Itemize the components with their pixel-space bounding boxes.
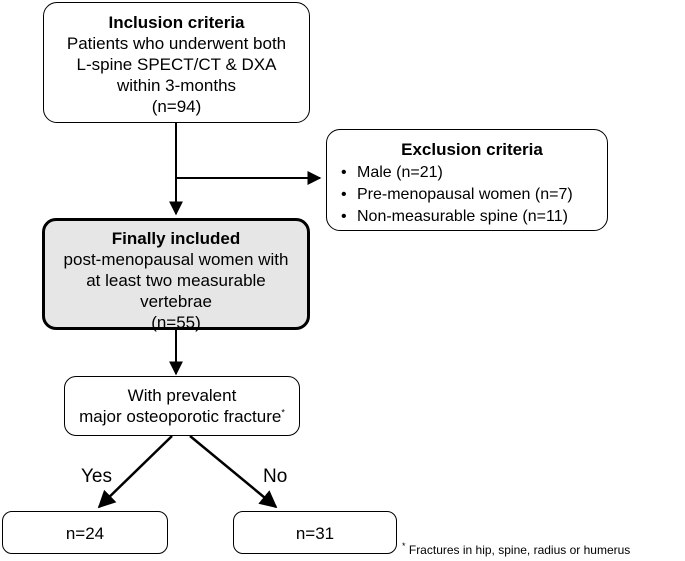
footnote: * Fractures in hip, spine, radius or hum… [402,541,631,558]
footnote-marker: * [402,541,406,551]
fracture-line-text: major osteoporotic fracture [79,407,282,426]
exclusion-item: Non-measurable spine (n=11) [337,206,607,228]
inclusion-criteria-box: Inclusion criteria Patients who underwen… [43,2,310,123]
finally-included-box: Finally included post-menopausal women w… [42,218,310,332]
exclusion-criteria-box: Exclusion criteria Male (n=21) Pre-menop… [326,129,608,231]
fracture-line: major osteoporotic fracture* [65,406,299,427]
inclusion-line: Patients who underwent both [66,34,287,53]
inclusion-line: within 3-months [116,76,237,95]
exclusion-list: Male (n=21) Pre-menopausal women (n=7) N… [337,162,607,228]
included-title: Finally included [111,229,241,248]
inclusion-line: L-spine SPECT/CT & DXA [76,55,277,74]
fracture-line: With prevalent [127,386,237,405]
no-count: n=31 [295,524,335,543]
exclusion-item: Pre-menopausal women (n=7) [337,184,607,206]
arrow-no-branch [189,435,278,509]
no-outcome-box: n=31 [233,511,397,554]
footnote-marker: * [281,407,285,418]
exclusion-item: Male (n=21) [337,162,607,184]
included-line: at least two measurable [86,271,266,290]
yes-count: n=24 [65,524,105,543]
arrow-yes-branch [97,435,173,509]
no-label: No [263,466,288,487]
included-count: (n=55) [151,313,201,332]
inclusion-title: Inclusion criteria [108,13,245,32]
included-line: vertebrae [140,292,212,311]
yes-outcome-box: n=24 [2,511,168,554]
fracture-box: With prevalent major osteoporotic fractu… [64,376,300,436]
yes-label: Yes [81,466,112,487]
included-line: post-menopausal women with [63,250,289,269]
inclusion-count: (n=94) [151,97,202,116]
exclusion-title: Exclusion criteria [401,140,543,159]
footnote-text: Fractures in hip, spine, radius or humer… [408,543,631,557]
